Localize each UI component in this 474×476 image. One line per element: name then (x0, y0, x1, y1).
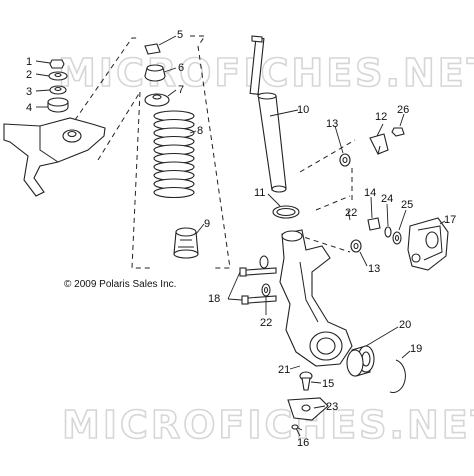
frame-cross-member (3, 117, 106, 197)
callout-1: 1 (26, 56, 32, 68)
callout-20: 20 (399, 319, 411, 331)
callout-5: 5 (177, 29, 183, 41)
part-14-bolt (367, 217, 381, 231)
part-18-bolt-upper (239, 267, 277, 277)
watermark-bottom: MICROFICHES.NET (62, 403, 474, 447)
part-12-bracket (369, 133, 389, 155)
part-13-nut-lower (350, 239, 362, 253)
part-7-spring-seat (144, 93, 170, 107)
callout-26: 26 (397, 104, 409, 116)
part-26-nut (391, 127, 405, 137)
part-22-washer-lower (261, 283, 271, 297)
callout-13-lower: 13 (368, 263, 380, 275)
part-17-brake-caliper (407, 217, 449, 271)
callout-7: 7 (178, 84, 184, 96)
part-18-bolt-lower (241, 295, 277, 305)
callout-11: 11 (254, 187, 265, 199)
part-2-washer (48, 71, 68, 81)
spring-coil (153, 186, 195, 199)
part-8-coil-spring (153, 110, 195, 199)
callout-24: 24 (381, 193, 393, 205)
part-25-washer (392, 231, 402, 245)
callout-17: 17 (444, 214, 456, 226)
callout-23: 23 (326, 401, 338, 413)
watermark-top: MICROFICHES.NET (58, 51, 474, 95)
part-5-nut (144, 43, 161, 55)
part-15-ball-joint (299, 371, 313, 391)
part-24-washer (384, 226, 392, 238)
part-21-steering-knuckle (279, 229, 353, 367)
callout-22-lower: 22 (260, 317, 272, 329)
part-16-screw (291, 424, 301, 437)
part-3-washer (49, 85, 67, 95)
callout-22-upper: 22 (345, 207, 357, 219)
callout-25: 25 (401, 199, 413, 211)
part-6-bushing (144, 64, 166, 82)
part-10-shock-absorber (249, 35, 287, 193)
callout-6: 6 (178, 62, 184, 74)
callout-10: 10 (297, 104, 309, 116)
part-22-washer-upper (259, 255, 269, 269)
part-11-o-ring (272, 205, 300, 219)
callout-18: 18 (208, 293, 220, 305)
part-9-bump-stop (173, 227, 199, 259)
callout-13-upper: 13 (326, 118, 338, 130)
callout-12: 12 (375, 111, 387, 123)
callout-3: 3 (26, 86, 32, 98)
callout-8: 8 (197, 125, 203, 137)
callout-labels: 1 2 3 4 5 6 7 8 9 10 11 12 13 13 14 15 1… (26, 29, 456, 449)
part-23-ball-joint-plate (287, 397, 329, 421)
callout-21: 21 (278, 364, 290, 376)
part-19-snap-ring (389, 359, 406, 393)
callout-4: 4 (26, 102, 32, 114)
callout-16: 16 (297, 437, 309, 449)
part-4-bushing (47, 97, 69, 113)
callout-2: 2 (26, 69, 32, 81)
leader-lines (35, 35, 446, 431)
callout-9: 9 (204, 218, 210, 230)
callout-19: 19 (410, 343, 422, 355)
part-20-wheel-bearing (346, 345, 375, 377)
copyright-notice: © 2009 Polaris Sales Inc. (64, 279, 176, 290)
callout-14: 14 (364, 187, 376, 199)
part-13-nut-upper (339, 153, 351, 167)
part-1-nut (49, 59, 65, 69)
callout-15: 15 (322, 378, 334, 390)
